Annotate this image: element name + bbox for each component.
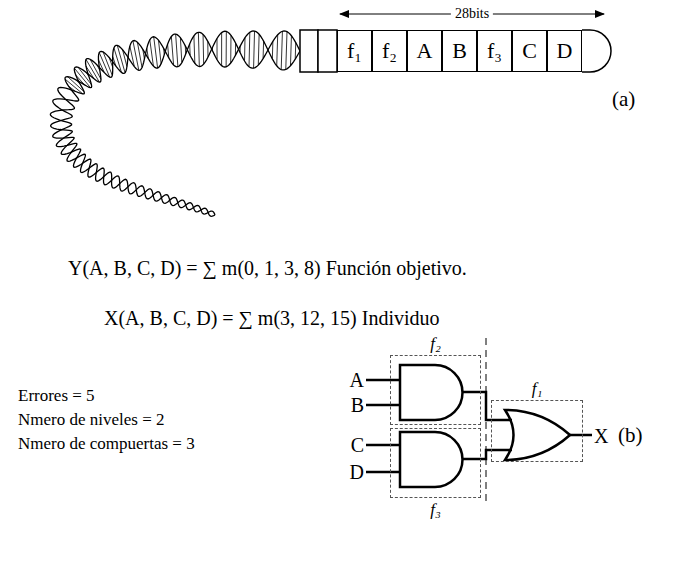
- gene-cell: f₁: [337, 30, 372, 72]
- helix-rung: [226, 31, 227, 66]
- helix-rung: [65, 79, 83, 94]
- helix-rung: [193, 36, 195, 63]
- input-name: C: [351, 434, 364, 456]
- gene-label: B: [452, 38, 467, 64]
- input-name: B: [351, 394, 364, 416]
- wire: [481, 450, 491, 459]
- helix-rung: [244, 38, 245, 61]
- figure-tag: (a): [612, 88, 635, 111]
- helix-rung: [154, 37, 158, 68]
- empty-cell: [318, 30, 337, 72]
- gate-group: f₃: [390, 428, 481, 498]
- and-gate: [400, 432, 462, 487]
- figure-tag: (b): [618, 424, 643, 447]
- gene-label: f₂: [382, 38, 397, 64]
- dna-helix: [50, 31, 300, 216]
- input-name: A: [350, 369, 364, 391]
- helix-rung: [286, 32, 287, 70]
- gene-cell: A: [407, 30, 442, 72]
- gene-cell: B: [442, 30, 477, 72]
- gene-cell: f₃: [477, 30, 512, 72]
- level-divider: [486, 338, 487, 505]
- chromosome-bar: [300, 30, 611, 72]
- wire-stub: [462, 392, 592, 459]
- gene-label: f₁: [347, 38, 362, 64]
- helix-rung: [253, 31, 255, 68]
- helix-rung: [86, 59, 99, 82]
- helix-rung: [216, 38, 217, 59]
- helix-rung: [230, 35, 231, 63]
- gene-cell: C: [512, 30, 547, 72]
- function-label: f₁: [532, 379, 543, 399]
- or-gate: [505, 410, 570, 460]
- helix-rung: [176, 34, 178, 67]
- gate-group: f₁: [491, 400, 583, 462]
- helix-rung: [263, 41, 265, 58]
- gene-cell: D: [547, 30, 582, 72]
- output-name: X: [594, 425, 608, 447]
- helix-rung: [171, 37, 173, 65]
- gene-label: C: [522, 38, 537, 64]
- function-label: f₂: [430, 334, 441, 354]
- individual-function: X(A, B, C, D) = ∑ m(3, 12, 15) Individuo: [104, 307, 440, 329]
- input-name: D: [350, 461, 364, 483]
- helix-rung: [203, 34, 205, 64]
- metric-text: Nmero de niveles = 2: [18, 411, 165, 430]
- target-function: Y(A, B, C, D) = ∑ m(0, 1, 3, 8) Función …: [68, 257, 467, 279]
- input-wire: [366, 380, 400, 472]
- helix-rung: [281, 31, 282, 69]
- helix-rung: [290, 36, 292, 66]
- gate-group: f₂: [390, 355, 481, 425]
- wire: [481, 392, 491, 420]
- and-gate: [400, 365, 462, 420]
- helix-rung: [258, 34, 260, 65]
- helix-rung: [249, 32, 251, 66]
- bar-end-cap: [582, 30, 611, 72]
- helix-rung: [180, 38, 181, 63]
- bit-length: 28bits: [451, 6, 493, 21]
- helix-rung: [221, 33, 222, 66]
- gene-cell: f₂: [372, 30, 407, 72]
- empty-cell: [300, 30, 318, 72]
- metric-text: Errores = 5: [18, 387, 95, 406]
- function-label: f₃: [430, 500, 441, 520]
- logic-circuit: [366, 365, 592, 487]
- helix-rung: [198, 32, 200, 66]
- gene-label: D: [557, 38, 573, 64]
- gene-label: f₃: [487, 38, 502, 64]
- gene-label: A: [417, 38, 433, 64]
- helix-rung: [276, 35, 278, 66]
- metric-text: Nmero de compuertas = 3: [18, 435, 195, 454]
- helix-strand: [51, 31, 300, 216]
